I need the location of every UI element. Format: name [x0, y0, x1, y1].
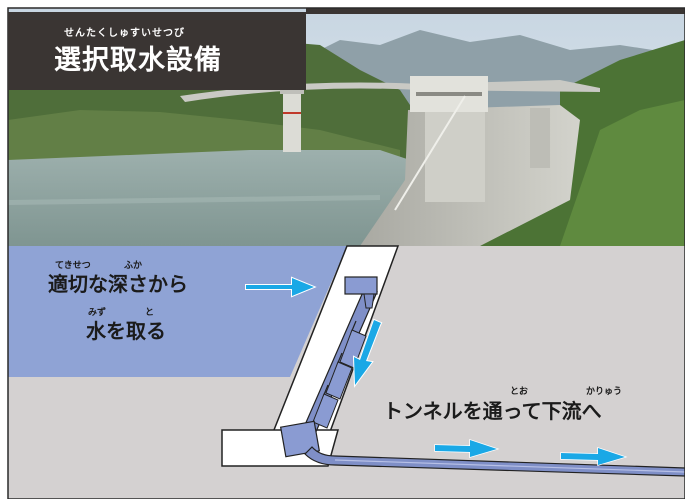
- arrow-right-icon: [434, 438, 500, 459]
- intake-pipe: [279, 276, 378, 458]
- tunnel-label: トンネルを通って下流へ: [383, 399, 602, 423]
- ruby-to: と: [145, 308, 155, 318]
- intake-label-line1: 適切な深さから: [48, 272, 188, 296]
- ruby-karyuu: かりゅう: [586, 387, 623, 397]
- title-ruby: せんたくしゅすいせつび: [64, 28, 185, 39]
- page-title: 選択取水設備: [54, 45, 222, 76]
- tunnel-pipe: [304, 446, 685, 477]
- ruby-too: とお: [510, 387, 529, 397]
- ruby-mizu: みず: [88, 308, 107, 318]
- ruby-fuka: ふか: [124, 261, 143, 271]
- arrow-down-icon: [352, 318, 383, 388]
- arrow-right-icon: [245, 276, 317, 298]
- reservoir-water: [8, 246, 347, 377]
- intake-label-line2: 水を取る: [86, 319, 166, 343]
- title-panel: [8, 12, 306, 90]
- arrow-right-icon: [560, 446, 628, 467]
- ruby-tekisetsu: てきせつ: [55, 261, 91, 271]
